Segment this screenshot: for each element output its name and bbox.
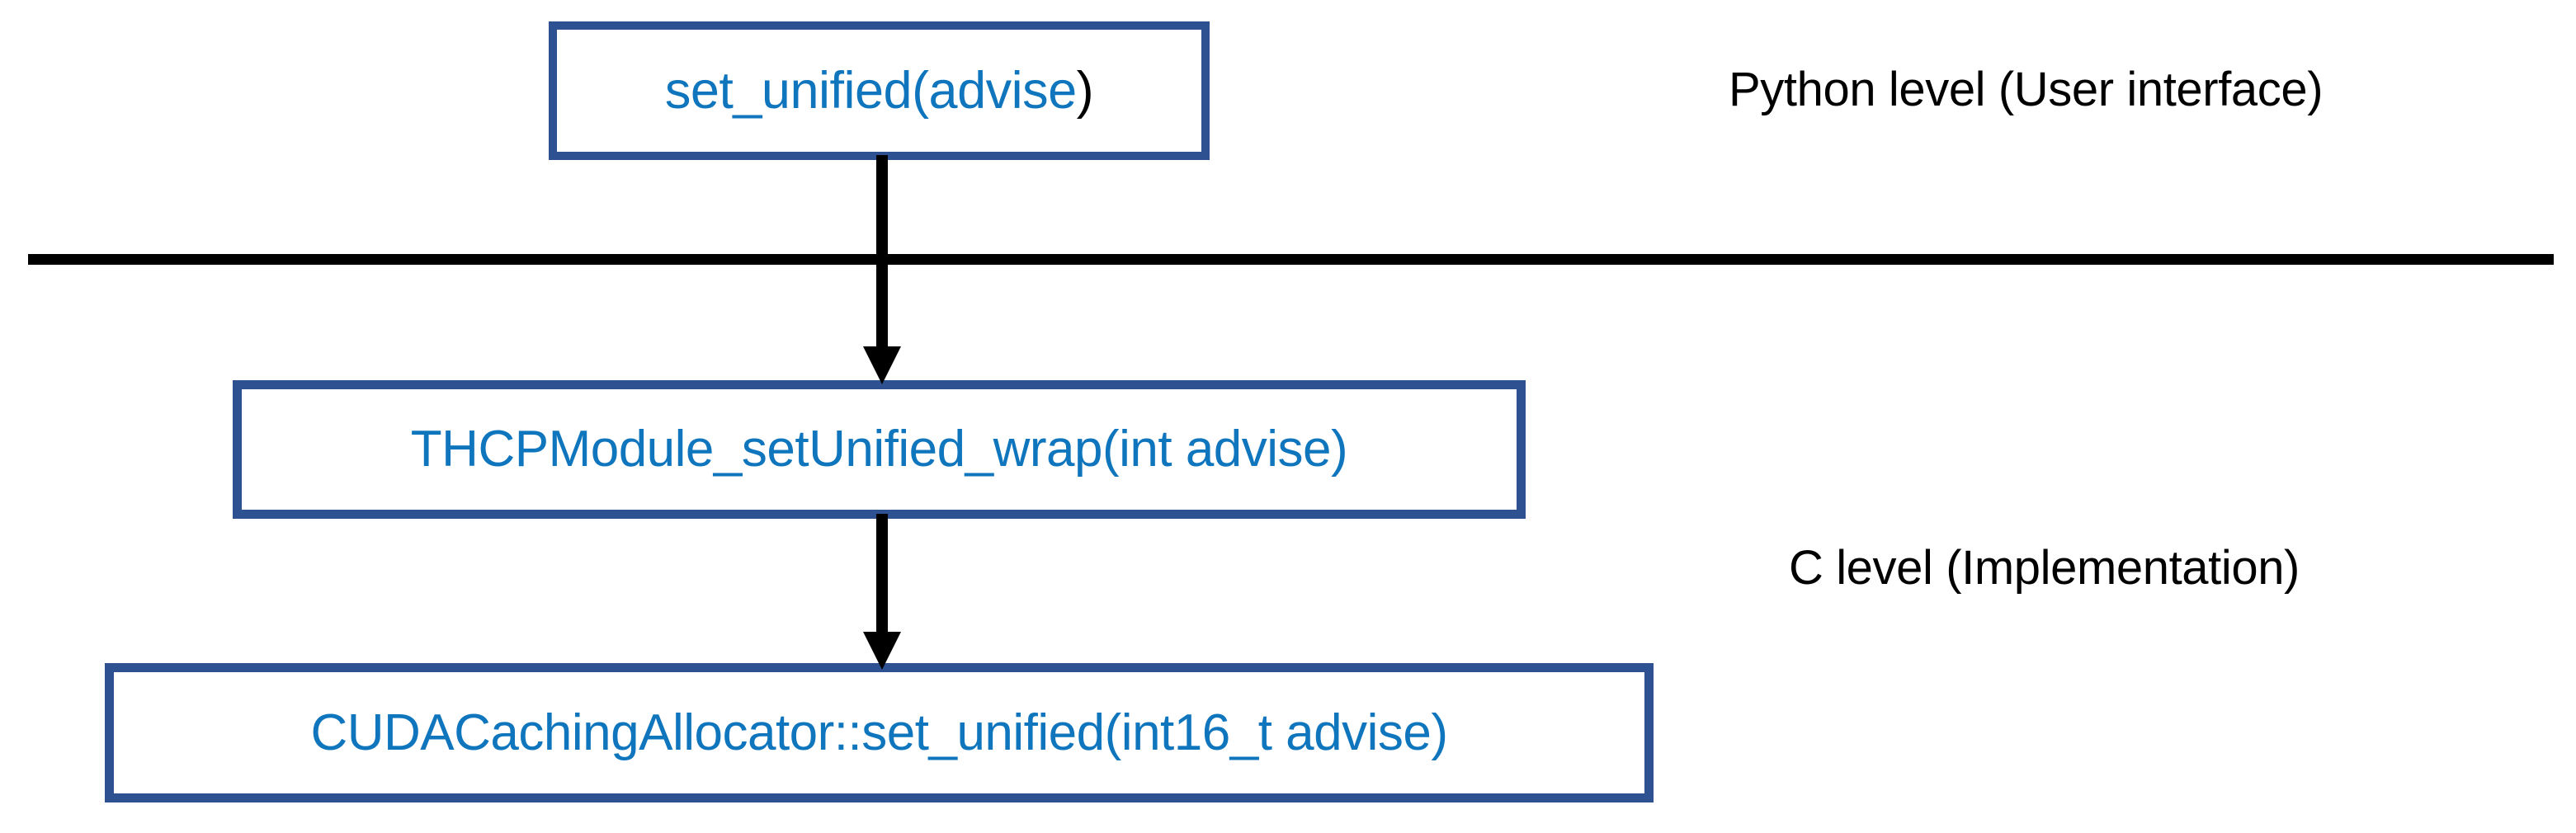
caption-c-level: C level (Implementation) bbox=[1789, 541, 2300, 595]
node-label-c-allocator: CUDACachingAllocator::set_unified(int16_… bbox=[310, 704, 1448, 761]
level-divider-line bbox=[28, 254, 2554, 265]
node-box-c-wrapper[interactable]: THCPModule_setUnified_wrap(int advise) bbox=[233, 380, 1526, 519]
node-box-python-entry[interactable]: set_unified(advise) bbox=[549, 21, 1210, 160]
node-label-python-entry-main: set_unified(advise bbox=[664, 61, 1077, 120]
node-label-python-entry: set_unified(advise) bbox=[664, 61, 1094, 120]
arrow-python-to-wrapper-icon bbox=[829, 155, 937, 386]
node-label-python-entry-paren: ) bbox=[1076, 61, 1094, 120]
arrow-wrapper-to-allocator-icon bbox=[829, 514, 937, 671]
node-box-c-allocator[interactable]: CUDACachingAllocator::set_unified(int16_… bbox=[105, 663, 1654, 802]
caption-python-level: Python level (User interface) bbox=[1729, 63, 2324, 116]
node-label-c-wrapper: THCPModule_setUnified_wrap(int advise) bbox=[410, 421, 1348, 478]
